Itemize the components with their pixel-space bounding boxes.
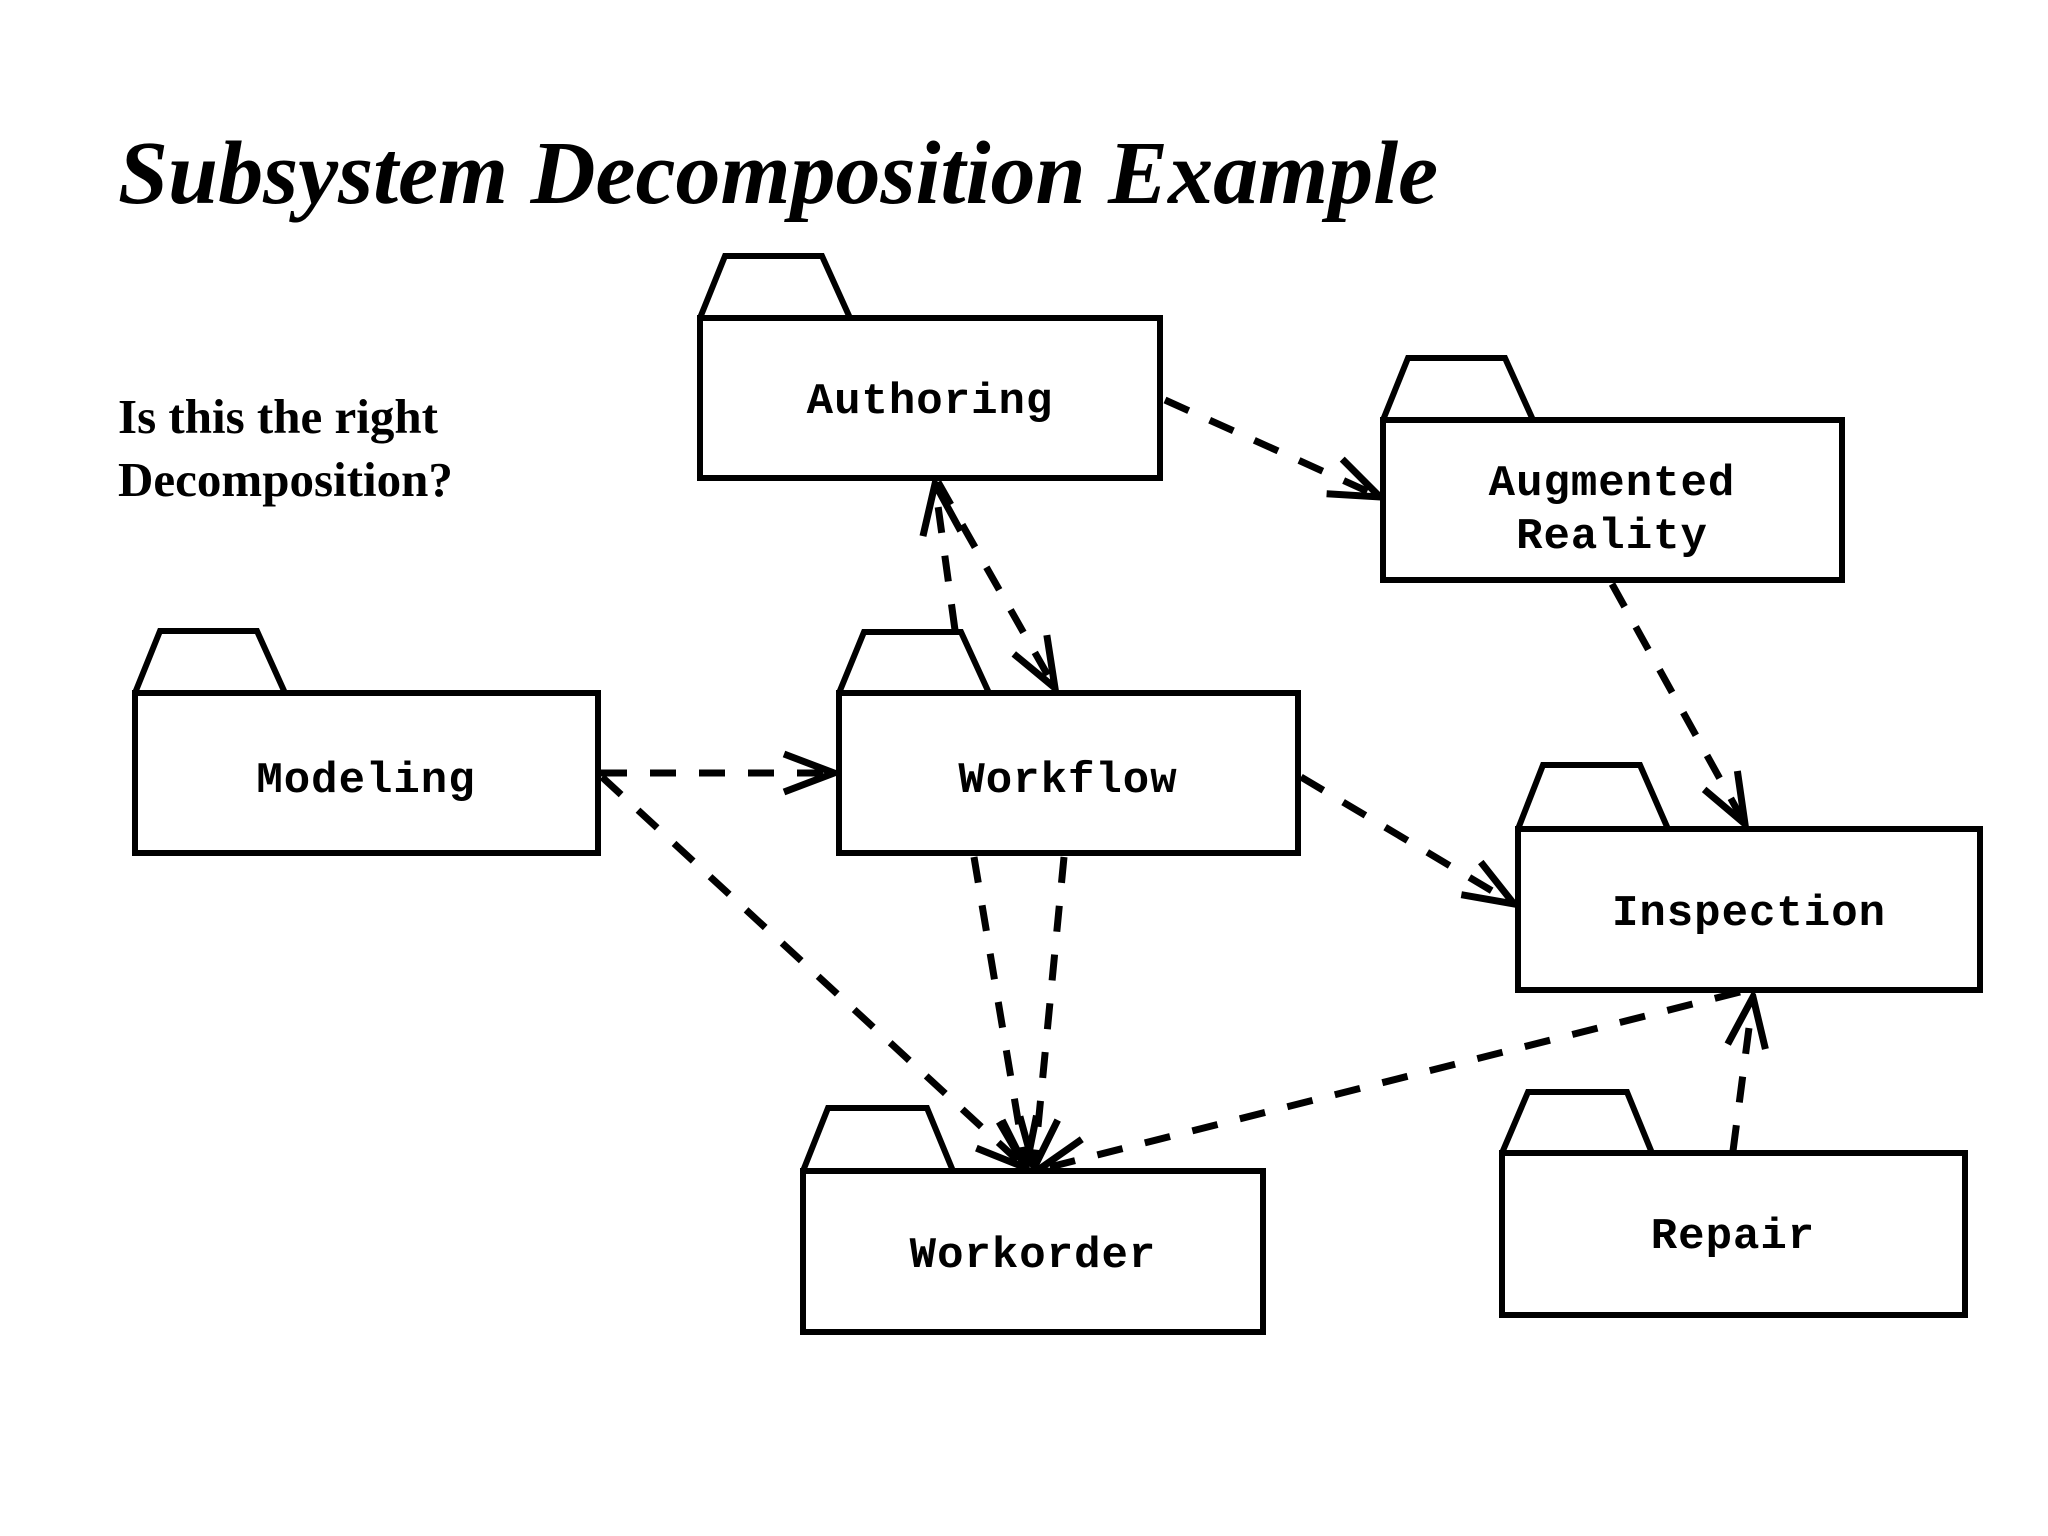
package-workflow-body [836, 690, 1301, 856]
package-workflow: Workflow [836, 629, 1301, 856]
dependency-arrow-workflow-to-authoring [935, 484, 955, 631]
package-inspection: Inspection [1515, 762, 1983, 993]
package-augmented-reality-body [1380, 417, 1845, 583]
package-workorder-body [800, 1168, 1266, 1335]
question-line-1: Is this the right [118, 389, 439, 444]
package-modeling-tab [132, 628, 288, 695]
dependency-arrow-authoring-to-workflow [934, 480, 1055, 688]
package-inspection-body [1515, 826, 1983, 993]
package-modeling-body [132, 690, 601, 856]
package-modeling: Modeling [132, 628, 601, 856]
package-inspection-label: Inspection [1612, 889, 1886, 939]
package-augmented-reality-tab [1380, 355, 1536, 422]
package-workorder-tab [800, 1105, 956, 1173]
package-workflow-label: Workflow [958, 756, 1177, 806]
package-repair-body [1499, 1150, 1968, 1318]
package-inspection-tab [1515, 762, 1671, 831]
package-repair-tab [1499, 1089, 1655, 1155]
dependency-arrow-authoring-to-augmented-reality [1163, 396, 1380, 497]
dependency-arrow-repair-to-inspection [1733, 997, 1753, 1152]
package-repair-label: Repair [1651, 1212, 1815, 1262]
question-line-2: Decomposition? [118, 452, 453, 507]
dependency-arrow-workflow-to-inspection [1299, 773, 1514, 904]
dependency-arrow-workflow-to-workorder-b [1034, 856, 1068, 1168]
package-workorder-label: Workorder [910, 1231, 1157, 1281]
package-workorder: Workorder [800, 1105, 1266, 1335]
package-authoring-tab [697, 253, 853, 320]
page-title: Subsystem Decomposition Example [118, 124, 1438, 223]
package-authoring: Authoring [697, 253, 1163, 481]
package-augmented-reality: Augmented Reality [1380, 355, 1845, 583]
package-authoring-body [697, 315, 1163, 481]
dependency-arrow-inspection-to-workorder [1038, 988, 1741, 1170]
package-modeling-label: Modeling [256, 756, 475, 806]
package-augmented-reality-label-line-1: Augmented [1489, 459, 1736, 509]
package-workflow-tab [836, 629, 992, 695]
dependency-arrow-workflow-to-workorder-a [970, 856, 1026, 1168]
package-augmented-reality-label-line-2: Reality [1516, 512, 1708, 562]
package-repair: Repair [1499, 1089, 1968, 1318]
package-authoring-label: Authoring [807, 377, 1054, 427]
